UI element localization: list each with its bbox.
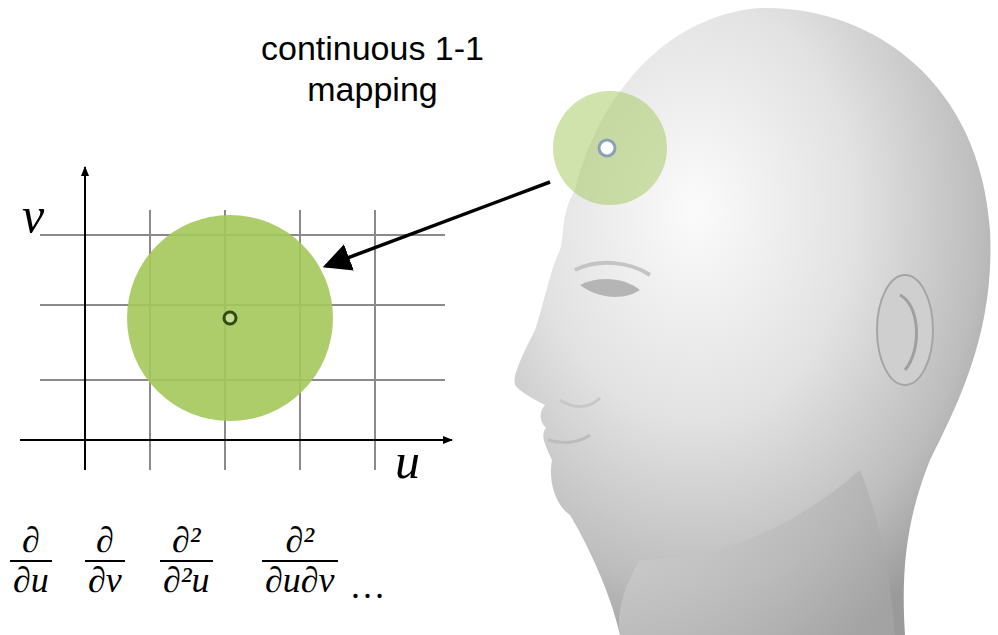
ellipsis: … (350, 565, 386, 607)
head-model (515, 8, 991, 635)
axis-label: v (22, 190, 44, 240)
mapping-label: continuous 1-1 mapping (255, 28, 490, 110)
denominator: ∂u (10, 560, 52, 600)
numerator: ∂² (169, 522, 204, 560)
parameter-point (224, 312, 236, 324)
axis-label: u (395, 436, 420, 486)
axes (20, 167, 452, 470)
surface-patch (553, 91, 667, 205)
derivative-fraction: ∂∂v (85, 522, 125, 600)
denominator: ∂v (85, 560, 125, 600)
derivative-fraction: ∂∂u (10, 522, 52, 600)
derivative-fraction: ∂²∂u∂v (262, 522, 338, 600)
derivative-fraction: ∂²∂²u (160, 522, 213, 600)
uv-grid (40, 210, 445, 470)
mapping-arrow (326, 182, 550, 266)
numerator: ∂² (282, 522, 317, 560)
surface-point (599, 140, 615, 156)
numerator: ∂ (19, 522, 43, 560)
numerator: ∂ (93, 522, 117, 560)
denominator: ∂u∂v (262, 560, 338, 600)
denominator: ∂²u (160, 560, 213, 600)
parameter-disk (127, 215, 333, 421)
